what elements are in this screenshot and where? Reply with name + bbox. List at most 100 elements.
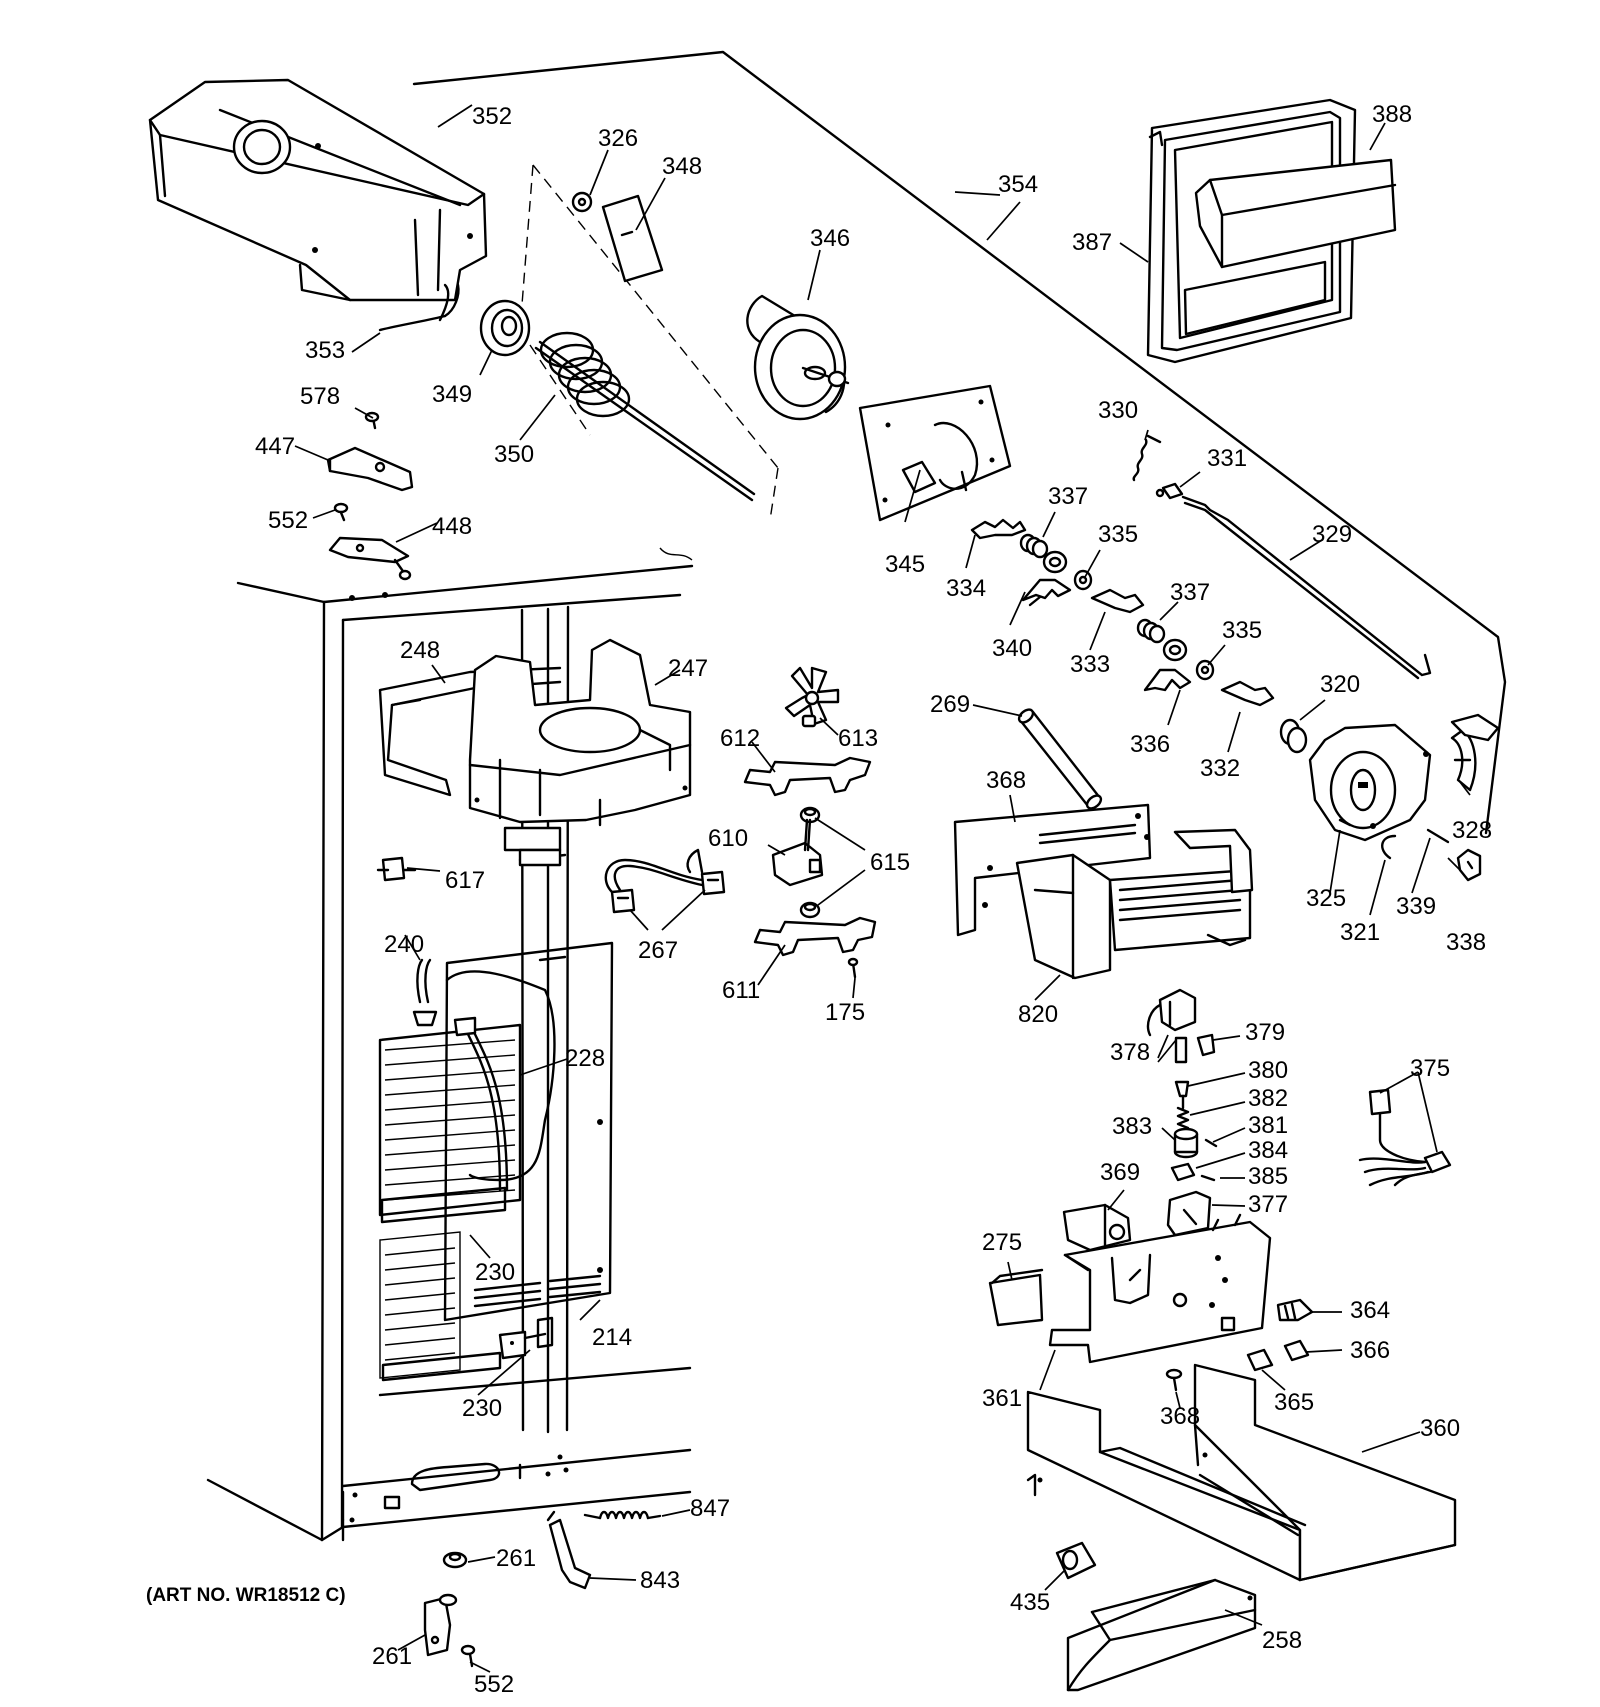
label-175: 175	[825, 999, 865, 1026]
fan-motor-bracket-upper	[743, 756, 872, 797]
label-552-lower: 552	[474, 1671, 514, 1698]
dispenser-door-frame	[1146, 98, 1397, 364]
auger-plate	[601, 194, 664, 283]
label-228: 228	[565, 1045, 605, 1072]
label-339: 339	[1396, 893, 1436, 920]
label-387: 387	[1072, 229, 1112, 256]
solenoid-coil	[1146, 988, 1197, 1037]
spring-330	[1132, 434, 1162, 482]
grommet-lower	[799, 901, 821, 919]
label-335-lower: 335	[1222, 617, 1262, 644]
dispenser-frame-360	[1026, 1363, 1457, 1582]
cam-332	[1220, 680, 1275, 707]
plunger-378	[1174, 1036, 1188, 1064]
auger-assembly-dashed-box	[519, 164, 779, 521]
label-269: 269	[930, 691, 970, 718]
dispenser-cover-258	[1066, 1578, 1257, 1692]
label-261-upper: 261	[496, 1545, 536, 1572]
evaporator-coil	[378, 958, 554, 1382]
label-379: 379	[1245, 1019, 1285, 1046]
label-368-upper: 368	[986, 767, 1026, 794]
evaporator-cover	[443, 941, 614, 1322]
label-552: 552	[268, 507, 308, 534]
clip-331	[1155, 482, 1184, 500]
label-275: 275	[982, 1229, 1022, 1256]
label-380: 380	[1248, 1057, 1288, 1084]
label-435: 435	[1010, 1589, 1050, 1616]
lever-843	[546, 1510, 592, 1590]
cam-340	[1021, 578, 1072, 607]
label-354: 354	[998, 171, 1038, 198]
label-329: 329	[1312, 521, 1352, 548]
clip-384	[1170, 1162, 1196, 1182]
label-843: 843	[640, 1567, 680, 1594]
leader-lines	[294, 104, 1471, 1673]
label-611: 611	[722, 977, 760, 1004]
screw-552	[460, 1644, 476, 1668]
ice-maker-bracket	[953, 803, 1152, 937]
screw-175	[847, 957, 859, 979]
actuator-rod	[1181, 495, 1432, 680]
label-365: 365	[1274, 1389, 1314, 1416]
label-366: 366	[1350, 1337, 1390, 1364]
freezer-door-outline	[412, 50, 1507, 835]
bucket-bracket	[326, 446, 414, 492]
knob-365	[1246, 1348, 1274, 1372]
label-336: 336	[1130, 731, 1170, 758]
label-610: 610	[708, 825, 748, 852]
label-448: 448	[432, 513, 472, 540]
label-612: 612	[720, 725, 760, 752]
fan-motor-bracket-lower	[753, 916, 877, 957]
label-214: 214	[592, 1324, 632, 1351]
bracket-338	[1456, 848, 1482, 882]
label-230-upper: 230	[475, 1259, 515, 1286]
label-337-upper: 337	[1048, 483, 1088, 510]
label-349: 349	[432, 381, 472, 408]
door-switch	[376, 856, 417, 882]
wiring-harness-375	[1358, 1088, 1452, 1187]
auger-bearing	[479, 299, 531, 357]
cam-334	[970, 518, 1027, 540]
switch-366	[1283, 1339, 1310, 1362]
label-378: 378	[1110, 1039, 1150, 1066]
dispenser-solenoid-369	[1062, 1203, 1132, 1252]
label-338: 338	[1446, 929, 1486, 956]
label-364: 364	[1350, 1297, 1390, 1324]
label-350: 350	[494, 441, 534, 468]
label-328: 328	[1452, 817, 1492, 844]
ice-bucket	[148, 78, 488, 302]
grommet-261	[442, 1551, 468, 1569]
bucket-lever	[328, 536, 412, 581]
washer	[571, 191, 593, 213]
label-820: 820	[1018, 1001, 1058, 1028]
label-320: 320	[1320, 671, 1360, 698]
auger-motor	[746, 294, 850, 421]
spring-381	[1204, 1138, 1218, 1148]
fill-tube-269	[1017, 708, 1103, 810]
label-326: 326	[598, 125, 638, 152]
cam-333	[1090, 588, 1145, 614]
label-247: 247	[668, 655, 708, 682]
label-345: 345	[885, 551, 925, 578]
label-388: 388	[1372, 101, 1412, 128]
part-labels: 352 326 348 346 354 388 387 353 349 578 …	[146, 101, 1492, 1698]
label-258: 258	[1262, 1627, 1302, 1654]
label-240: 240	[384, 931, 424, 958]
label-230-lower: 230	[462, 1395, 502, 1422]
label-337-lower: 337	[1170, 579, 1210, 606]
ice-maker	[1015, 828, 1254, 980]
label-334: 334	[946, 575, 986, 602]
label-369: 369	[1100, 1159, 1140, 1186]
ring-washer-upper	[1042, 550, 1068, 574]
cylinder-383	[1173, 1127, 1199, 1159]
label-353: 353	[305, 337, 345, 364]
bucket-spring-wire	[378, 283, 460, 332]
label-613: 613	[838, 725, 878, 752]
label-332: 332	[1200, 755, 1240, 782]
spring-337-lower	[1136, 618, 1166, 644]
dispenser-mounting-plate	[858, 384, 1012, 522]
fan-motor	[771, 818, 824, 887]
dispenser-motor	[1308, 723, 1432, 842]
cam-336	[1143, 668, 1192, 692]
label-248: 248	[400, 637, 440, 664]
